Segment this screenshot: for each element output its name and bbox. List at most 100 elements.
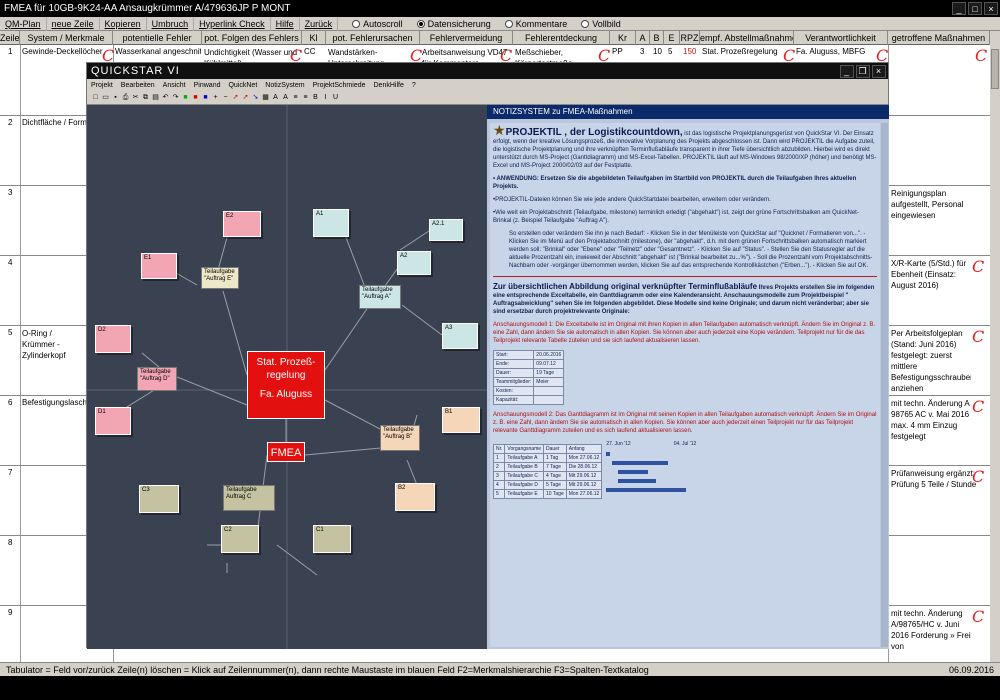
cell-getroffen[interactable]: mit techn. Änderung A 98765 AC v. Mai 20… (891, 399, 970, 441)
qm-plan-button[interactable]: QM-Plan (0, 16, 47, 31)
col-verant[interactable]: Verantwortlichkeit (794, 31, 888, 45)
col-getroffen[interactable]: getroffene Maßnahmen (888, 31, 990, 45)
cell-e[interactable]: 5 (668, 47, 673, 56)
close-icon[interactable]: × (984, 2, 998, 15)
vertical-scrollbar[interactable] (990, 31, 1000, 662)
cell-a[interactable]: 3 (640, 47, 645, 56)
grid-icon[interactable]: ▦ (262, 94, 269, 101)
menu-help[interactable]: ? (411, 81, 416, 89)
menu-pinwand[interactable]: Pinwand (193, 81, 221, 89)
wrap-button[interactable]: Umbruch (147, 16, 195, 31)
minimize-icon[interactable]: _ (952, 2, 966, 15)
col-rpz[interactable]: RPZ (680, 31, 700, 45)
cell-getroffen[interactable]: Reinigungsplan aufgestellt, Personal ein… (891, 189, 964, 220)
close-icon[interactable]: × (872, 64, 886, 78)
comment-icon[interactable]: C (972, 327, 985, 346)
cut-icon[interactable]: ✂ (132, 94, 139, 101)
restore-icon[interactable]: ❐ (856, 64, 870, 78)
cell-kr[interactable]: PP (612, 47, 623, 56)
comment-icon[interactable]: C (598, 46, 611, 65)
notiz-body[interactable]: ★PROJEKTIL , der Logistikcountdown, ist … (490, 123, 880, 647)
node-a1[interactable]: A1 (313, 209, 349, 237)
comment-icon[interactable]: C (290, 46, 303, 65)
datensicherung-radio[interactable]: Datensicherung (416, 19, 491, 29)
comment-icon[interactable]: C (102, 46, 115, 65)
menu-ansicht[interactable]: Ansicht (162, 81, 186, 89)
cell-getroffen[interactable]: mit techn. Änderung A/98765/HC v. Juni 2… (891, 609, 971, 651)
comment-icon[interactable]: C (975, 46, 988, 65)
col-a[interactable]: A (636, 31, 650, 45)
bold-icon[interactable]: B (313, 94, 318, 101)
row-number[interactable]: 5 (8, 328, 13, 337)
node-c1[interactable]: C1 (313, 525, 351, 553)
scrollbar-thumb[interactable] (991, 49, 999, 89)
print-icon[interactable]: ⎙ (122, 94, 129, 101)
col-fehler[interactable]: potentielle Fehler (113, 31, 202, 45)
redo-icon[interactable]: ↷ (172, 94, 179, 101)
row-number[interactable]: 8 (8, 538, 13, 547)
row-number[interactable]: 7 (8, 468, 13, 477)
cell-merkmal[interactable]: O-Ring / Krümmer - Zylinderkopf (22, 329, 66, 360)
underline-icon[interactable]: U (332, 94, 339, 101)
comment-icon[interactable]: C (410, 46, 423, 65)
comment-icon[interactable]: C (500, 46, 513, 65)
cell-fehler[interactable]: Wasserkanal angeschnitt (115, 47, 201, 56)
paste-icon[interactable]: ▤ (152, 94, 159, 101)
cell-merkmal[interactable]: Gewinde-Deckellöcher (22, 47, 103, 56)
col-kl[interactable]: Kl (302, 31, 326, 45)
text-icon[interactable]: A (283, 94, 288, 101)
comment-icon[interactable]: C (783, 46, 796, 65)
minimize-icon[interactable]: _ (840, 64, 854, 78)
help-button[interactable]: Hilfe (271, 16, 300, 31)
cell-folgen[interactable]: Undichtigkeit (Wasser und Kühlmittel) (204, 48, 298, 63)
copy-button[interactable]: Kopieren (100, 16, 147, 31)
cell-getroffen[interactable]: Prüfanweisung ergänzt: Prüfung 5 Teile /… (891, 469, 977, 489)
new-file-icon[interactable]: □ (93, 94, 98, 101)
row-number[interactable]: 2 (8, 118, 13, 127)
task-auftrag-d[interactable]: Teilaufgabe "Auftrag D" (137, 367, 177, 391)
task-auftrag-c[interactable]: Teilaufgabe Auftrag C (223, 485, 275, 511)
back-button[interactable]: Zurück (300, 16, 339, 31)
notiz-scrollbar[interactable] (881, 123, 888, 647)
align-icon[interactable]: ≡ (303, 94, 308, 101)
text-icon[interactable]: A (273, 94, 278, 101)
cell-vermeidung[interactable]: Arbeitsanweisung VD47 für Kommentare (422, 48, 508, 63)
col-zeile[interactable]: Zeile (0, 31, 20, 45)
arrow-icon[interactable]: ➚ (232, 94, 239, 101)
row-number[interactable]: 4 (8, 258, 13, 267)
maximize-icon[interactable]: □ (968, 2, 982, 15)
save-icon[interactable]: ▪ (114, 94, 117, 101)
new-row-button[interactable]: neue Zeile (47, 16, 100, 31)
menu-denkhilfe[interactable]: DenkHilfe (373, 81, 404, 89)
comment-icon[interactable]: C (972, 397, 985, 416)
comment-icon[interactable]: C (972, 607, 985, 626)
menu-notizsystem[interactable]: NotizSystem (265, 81, 305, 89)
copy-icon[interactable]: ⧉ (143, 94, 148, 101)
col-vermeidung[interactable]: Fehlervermeidung (420, 31, 513, 45)
cell-getroffen[interactable]: X/R-Karte (5/Std.) für Ebenheit (Einsatz… (891, 259, 967, 290)
comment-icon[interactable]: C (972, 257, 985, 276)
notizsystem-panel[interactable]: NOTIZSYSTEM zu FMEA-Maßnahmen ★PROJEKTIL… (487, 105, 889, 649)
zoom-in-icon[interactable]: + (213, 94, 218, 101)
tool-icon[interactable]: ■ (183, 94, 188, 101)
autoscroll-radio[interactable]: Autoscroll (352, 19, 403, 29)
hyperlink-check-button[interactable]: Hyperlink Check (194, 16, 271, 31)
open-folder-icon[interactable]: ▭ (102, 94, 109, 101)
node-a3[interactable]: A3 (442, 323, 478, 349)
cell-getroffen[interactable]: Per Arbeitsfolgeplan (Stand: Juni 2016) … (891, 329, 971, 393)
kommentare-radio[interactable]: Kommentare (504, 19, 567, 29)
arrow-icon[interactable]: ➘ (252, 94, 259, 101)
quickstar-window[interactable]: QUICKSTAR VI _ ❐ × Projekt Bearbeiten An… (86, 62, 889, 649)
cell-entdeckung[interactable]: Meßschieber, Körpertastmaße (515, 48, 572, 63)
menu-quicknet[interactable]: QuickNet (228, 81, 258, 89)
col-system[interactable]: System / Merkmale (20, 31, 113, 45)
node-d2[interactable]: D2 (95, 325, 131, 353)
tool-icon[interactable]: ■ (193, 94, 198, 101)
cell-verant[interactable]: Fa. Aluguss, MBFG (796, 47, 866, 56)
tool-icon[interactable]: ■ (203, 94, 208, 101)
quicknet-canvas[interactable]: E2 E1 Teilaufgabe "Auftrag E" A1 A2 A2.1… (87, 105, 487, 649)
col-e[interactable]: E (664, 31, 680, 45)
row-number[interactable]: 6 (8, 398, 13, 407)
row-number[interactable]: 3 (8, 188, 13, 197)
cell-empf[interactable]: Stat. Prozeßregelung (702, 47, 778, 56)
